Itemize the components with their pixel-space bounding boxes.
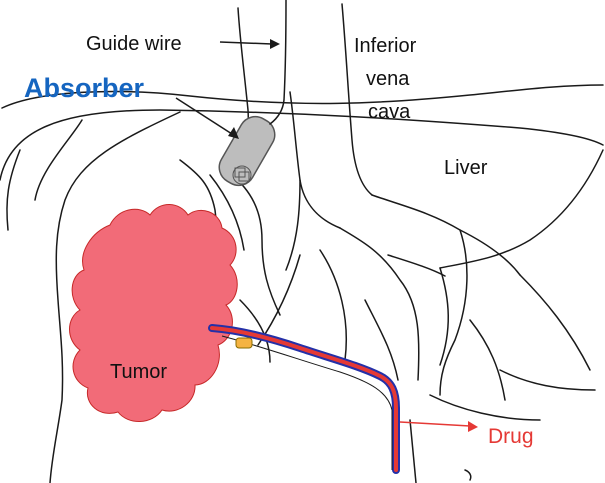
absorber-inner-icon	[232, 165, 252, 185]
tumor-label: Tumor	[110, 361, 167, 383]
ivc-label-line1: Inferior	[354, 35, 417, 57]
liver-outline	[0, 84, 604, 483]
drug-label: Drug	[488, 425, 534, 448]
liver-label: Liver	[444, 157, 488, 179]
absorber-label: Absorber	[24, 73, 145, 103]
ivc-label-line2: vena	[366, 68, 410, 90]
absorber-device	[218, 115, 276, 187]
drug-arrow	[399, 421, 478, 432]
guide-wire	[269, 0, 287, 125]
ivc-label-line3: cava	[368, 101, 411, 123]
catheter	[208, 324, 400, 474]
guide-wire-label: Guide wire	[86, 33, 182, 55]
absorber-arrow	[175, 97, 239, 139]
catheter-tip-marker	[235, 337, 253, 349]
hepatic-vessels	[179, 159, 596, 483]
guide-wire-arrow	[219, 39, 280, 49]
inferior-vena-cava	[224, 3, 373, 229]
tumor-mass	[69, 204, 238, 422]
